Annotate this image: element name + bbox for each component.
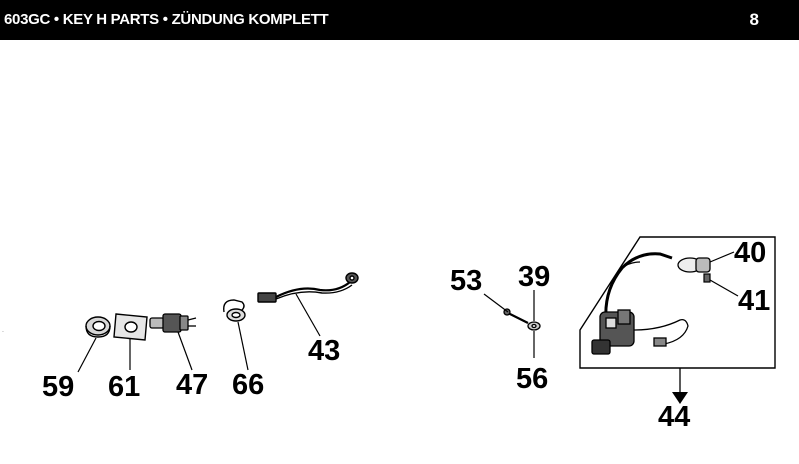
assembly-44-outline: [579, 236, 776, 369]
leader-41: [709, 279, 739, 297]
part-44-ignition-coil: [591, 252, 689, 355]
part-41-spring: [703, 273, 711, 283]
callout-44: 44: [658, 401, 690, 433]
callout-59: 59: [42, 371, 74, 403]
part-59-nut: [85, 316, 111, 338]
callout-39: 39: [518, 261, 550, 293]
part-66-clip: [223, 299, 246, 322]
arrow-44: [672, 392, 688, 404]
part-40-spark-cap: [677, 257, 711, 273]
page-header: 603GC • KEY H PARTS • ZÜNDUNG KOMPLETT 8: [0, 0, 799, 40]
part-61-plate: [113, 313, 148, 341]
leader-40: [709, 251, 735, 263]
part-47-switch: [149, 313, 197, 333]
callout-61: 61: [108, 371, 140, 403]
callout-41: 41: [738, 285, 770, 317]
callout-53: 53: [450, 265, 482, 297]
callout-66: 66: [232, 369, 264, 401]
edge-mark: .: [2, 327, 4, 334]
callout-56: 56: [516, 363, 548, 395]
leader-59: [77, 337, 97, 373]
part-43-cable: [257, 272, 359, 303]
leader-53: [483, 293, 509, 313]
leader-43: [295, 293, 321, 337]
leader-66: [237, 321, 249, 371]
callout-47: 47: [176, 369, 208, 401]
page-title: 603GC • KEY H PARTS • ZÜNDUNG KOMPLETT: [4, 11, 329, 28]
part-39-washer: [527, 321, 541, 331]
page-number: 8: [749, 10, 759, 29]
callout-40: 40: [734, 237, 766, 269]
callout-43: 43: [308, 335, 340, 367]
leader-47: [177, 331, 193, 371]
